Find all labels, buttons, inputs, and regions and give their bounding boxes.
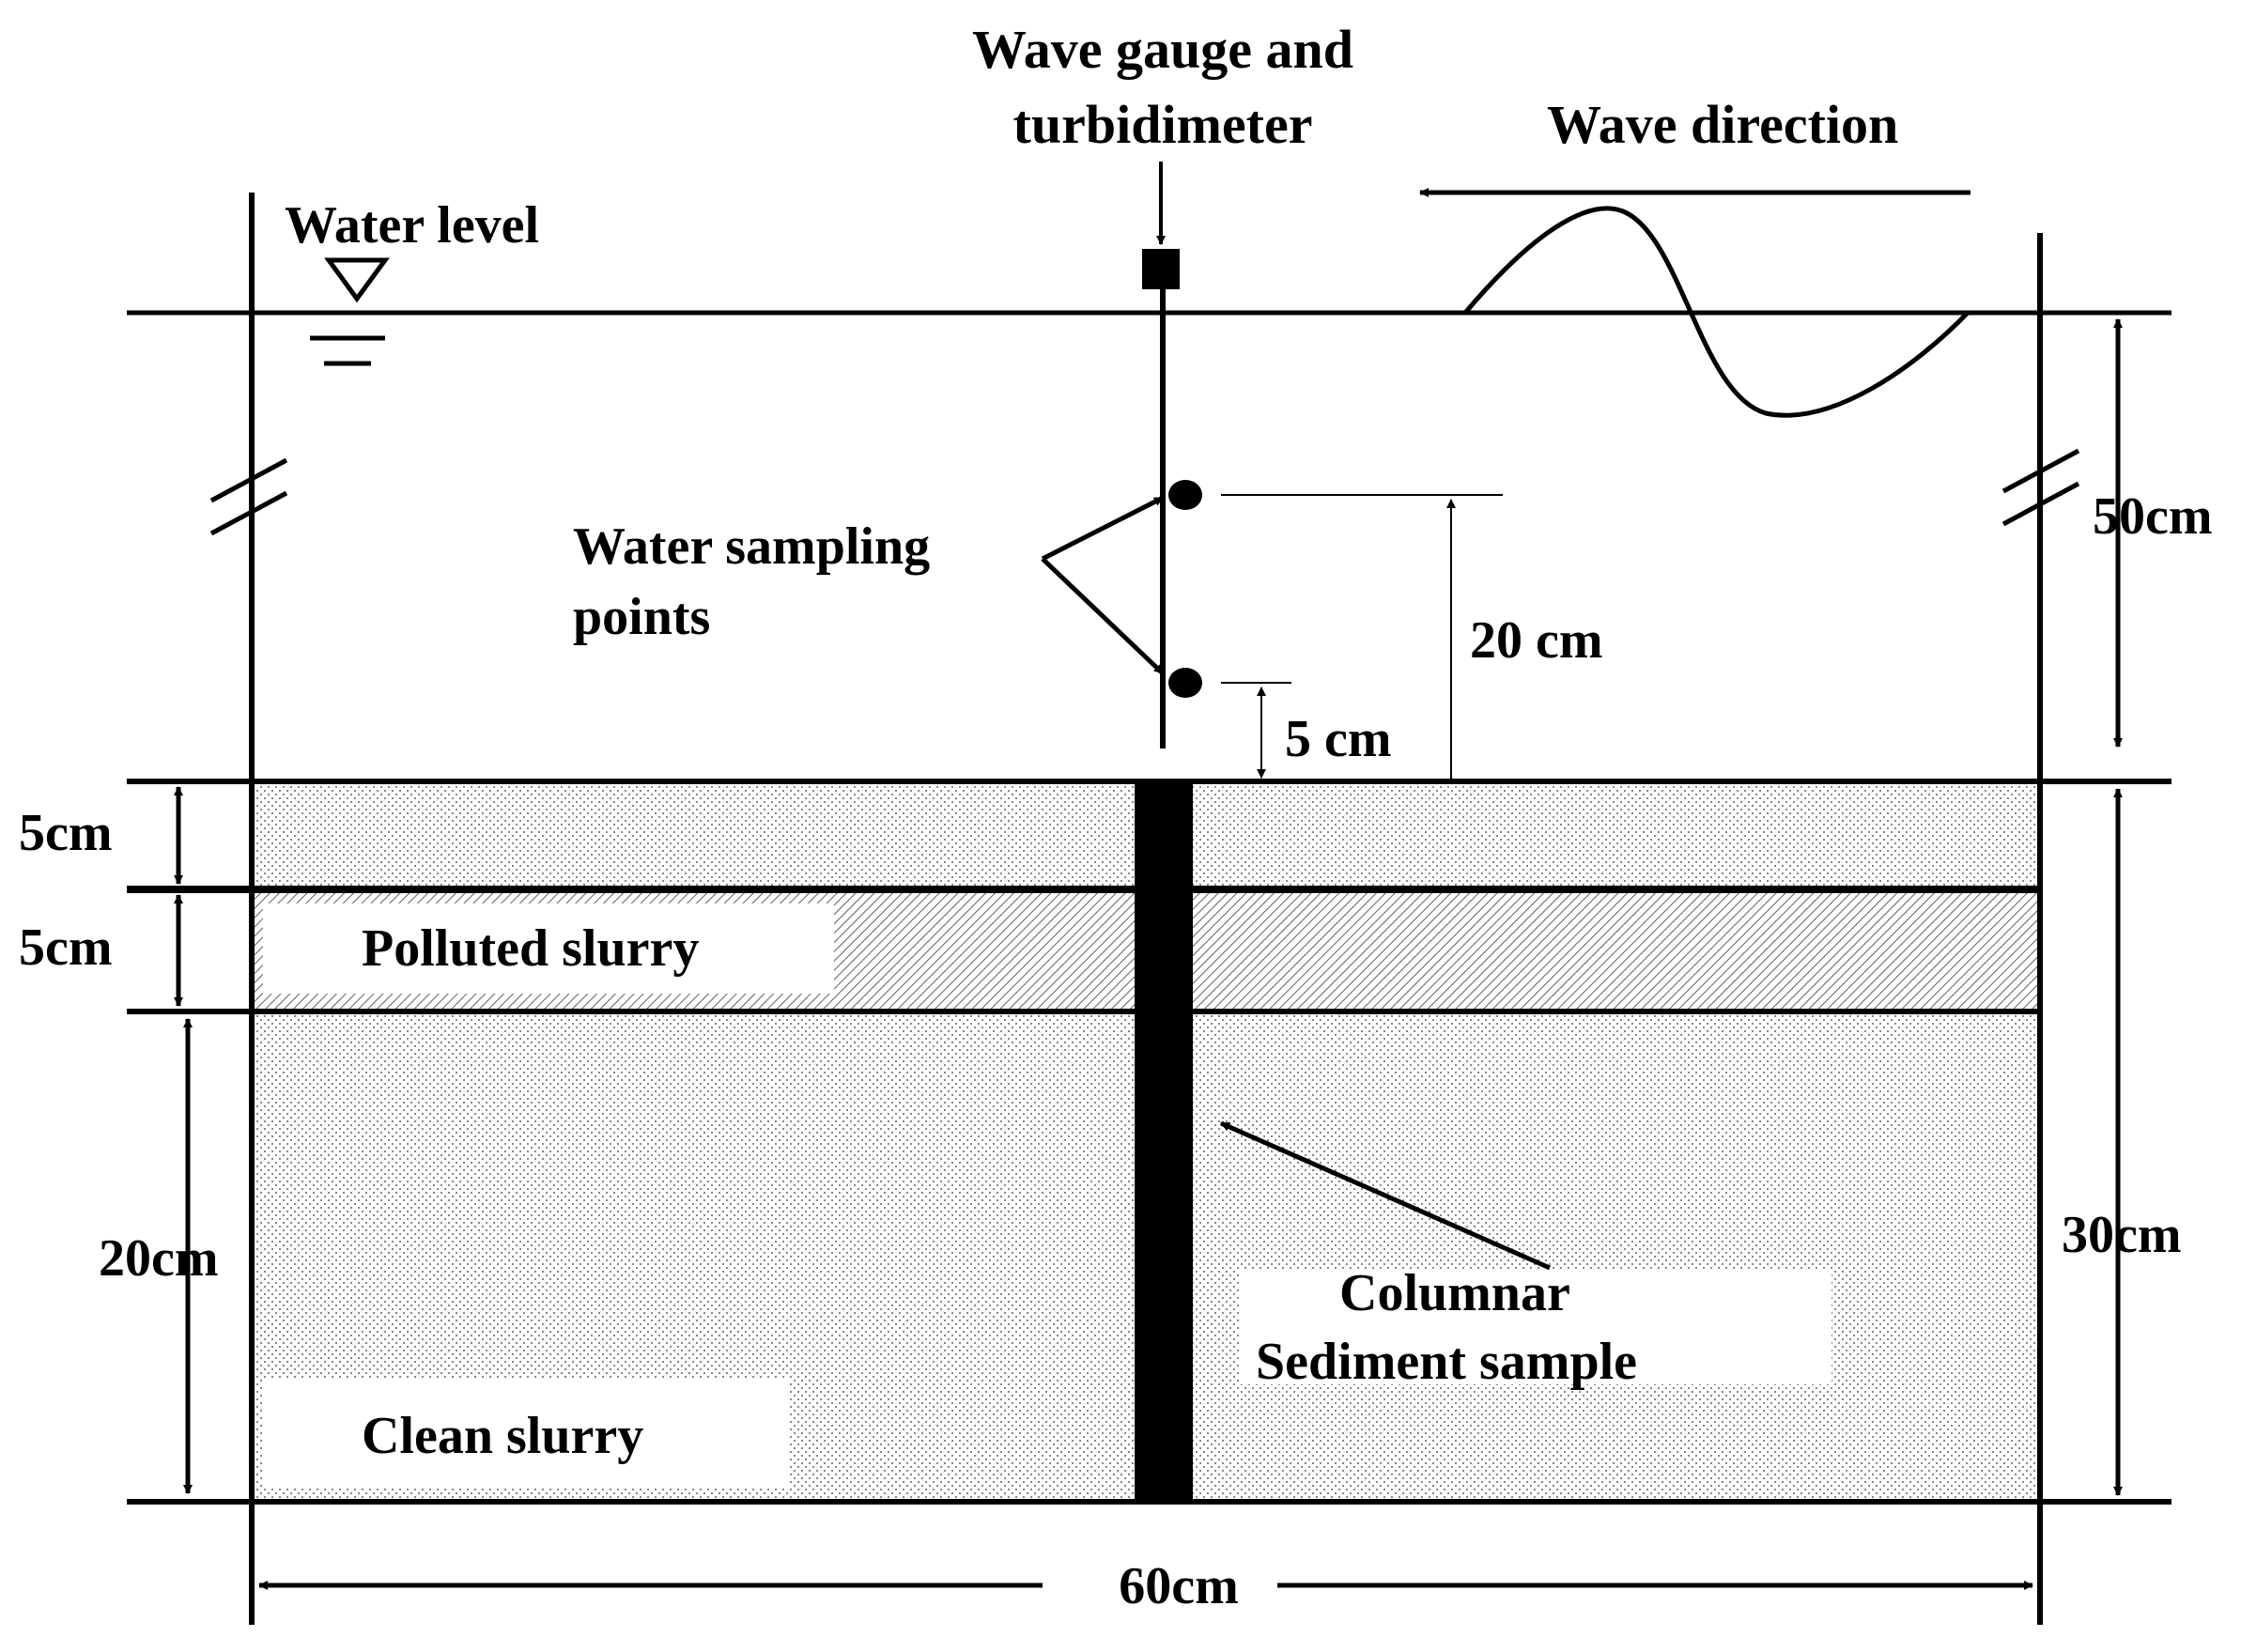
water-depth-label: 50cm	[2093, 487, 2213, 546]
polluted-layer-label: 5cm	[19, 919, 113, 977]
sediment-depth-label: 30cm	[2062, 1206, 2182, 1264]
columnar-sediment-sample	[1135, 781, 1193, 1502]
wave-direction-label: Wave direction	[1547, 94, 1898, 155]
sampling-pointer-upper	[1041, 495, 1165, 562]
upper-sampling-point	[1168, 480, 1202, 510]
left-break-mark-lower	[209, 490, 288, 536]
right-break-mark-lower	[2001, 481, 2080, 527]
sampling-pointer-lower	[1041, 557, 1165, 675]
lower-sampling-height-label: 5 cm	[1285, 710, 1392, 768]
wave-gauge-label-line1: Wave gauge and	[972, 19, 1353, 80]
clean-slurry-label-bg	[263, 1379, 789, 1488]
water-sampling-label-line1: Water sampling	[573, 517, 930, 576]
water-level-label: Water level	[285, 196, 539, 255]
upper-sampling-height-label: 20 cm	[1470, 611, 1603, 670]
columnar-pointer-arrow	[1219, 1120, 1552, 1271]
columnar-label-bg	[1240, 1270, 1831, 1384]
right-break-mark-upper	[2001, 448, 2080, 494]
water-sampling-label-line2: points	[573, 588, 710, 646]
top-layer-label: 5cm	[19, 804, 113, 862]
columnar-label-line2: Sediment sample	[1256, 1333, 1637, 1391]
left-break-mark-upper	[209, 457, 288, 503]
clean-layer-label: 20cm	[99, 1229, 219, 1288]
columnar-label-line1: Columnar	[1339, 1264, 1570, 1322]
wave-profile	[1463, 206, 1970, 418]
wave-gauge-label-line2: turbidimeter	[1013, 94, 1313, 155]
polluted-slurry-label: Polluted slurry	[362, 919, 699, 978]
lower-sampling-point	[1168, 668, 1202, 698]
polluted-slurry-label-bg	[263, 903, 834, 994]
tank-width-label: 60cm	[1119, 1557, 1239, 1615]
water-level-triangle-icon	[324, 257, 390, 303]
wave-gauge-sensor	[1142, 249, 1180, 289]
clean-slurry-label: Clean slurry	[362, 1407, 643, 1465]
